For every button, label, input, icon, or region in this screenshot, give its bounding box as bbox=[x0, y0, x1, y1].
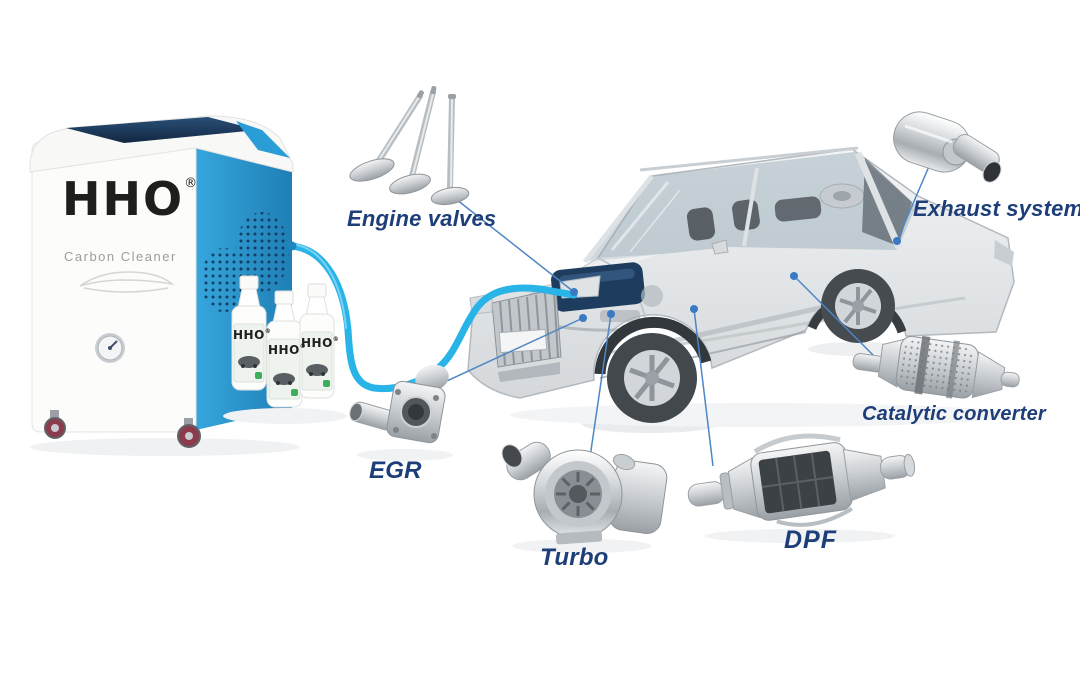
registered-mark: ® bbox=[264, 328, 272, 335]
rear-wheel bbox=[821, 269, 895, 343]
car-rear-window bbox=[862, 158, 912, 246]
pressure-gauge-icon bbox=[95, 333, 125, 363]
roof-rail bbox=[639, 146, 859, 172]
front-wheel bbox=[607, 333, 697, 423]
label-engine-valves: Engine valves bbox=[347, 206, 497, 231]
registered-mark: ® bbox=[299, 343, 307, 350]
catalytic-converter-image bbox=[852, 335, 1020, 399]
dpf-image bbox=[687, 433, 916, 543]
front-grille bbox=[491, 288, 562, 368]
bottle-brand-text: HHO bbox=[233, 328, 265, 342]
caster-wheel bbox=[44, 410, 66, 439]
car-image bbox=[467, 146, 1015, 433]
caster-wheel bbox=[177, 418, 201, 448]
bottle-brand-text: HHO bbox=[301, 336, 333, 350]
car-interior bbox=[686, 183, 865, 241]
speaker-grille-1 bbox=[201, 248, 247, 312]
leader-line-turbo bbox=[588, 313, 612, 465]
machine-top-accent bbox=[236, 121, 290, 158]
connector-dots bbox=[570, 237, 901, 322]
machine-brand: HHO® bbox=[62, 176, 197, 222]
leader-line-catalytic-converter bbox=[793, 275, 883, 365]
bottle-2-brand: HHO® bbox=[268, 343, 306, 357]
hho-machine bbox=[29, 115, 300, 456]
machine-subtitle: Carbon Cleaner bbox=[64, 249, 177, 264]
machine-brand-text: HHO bbox=[62, 172, 185, 226]
label-egr: EGR bbox=[369, 457, 422, 484]
label-catalytic-converter: Catalytic converter bbox=[862, 403, 1046, 425]
hho-bottle bbox=[231, 275, 267, 391]
leader-line-dpf bbox=[693, 308, 714, 467]
engine-valves-image bbox=[349, 86, 470, 206]
bottle-1-brand: HHO® bbox=[233, 328, 271, 342]
leader-line-engine-valves bbox=[451, 195, 575, 293]
registered-mark: ® bbox=[332, 336, 340, 343]
leader-line-exhaust-system bbox=[896, 163, 931, 242]
egr-image bbox=[349, 364, 453, 461]
label-exhaust-system: Exhaust system bbox=[913, 196, 1080, 221]
bottle-3-brand: HHO® bbox=[301, 336, 339, 350]
car-silhouette-icon bbox=[79, 271, 175, 293]
lower-intake bbox=[498, 362, 560, 382]
turbine-fins bbox=[556, 472, 600, 516]
hho-bottle bbox=[266, 290, 303, 408]
taillight bbox=[994, 240, 1014, 266]
machine-top-surface bbox=[66, 117, 258, 143]
turbo-image bbox=[501, 441, 668, 553]
hho-bottle bbox=[299, 283, 335, 399]
car-pillars bbox=[583, 151, 903, 264]
exhaust-system-image bbox=[893, 111, 1002, 183]
registered-mark: ® bbox=[184, 176, 198, 191]
side-mirror bbox=[711, 239, 729, 255]
hose-fitting bbox=[287, 241, 297, 251]
label-turbo: Turbo bbox=[540, 544, 609, 571]
leader-lines bbox=[435, 163, 931, 467]
windshield-reflections bbox=[610, 181, 681, 253]
leader-line-egr bbox=[435, 317, 584, 387]
label-dpf: DPF bbox=[784, 526, 837, 554]
speaker-grille-2 bbox=[235, 212, 289, 292]
bottle-brand-text: HHO bbox=[268, 343, 300, 357]
hho-bottles bbox=[223, 275, 347, 424]
